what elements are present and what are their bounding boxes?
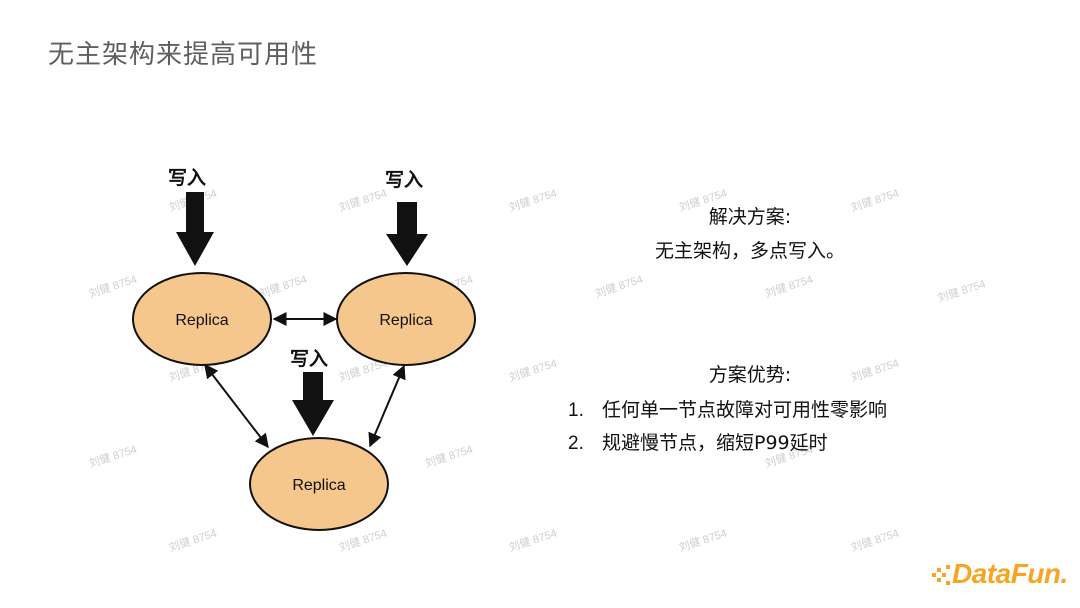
- replica-node: Replica: [336, 272, 476, 366]
- list-text: 任何单一节点故障对可用性零影响: [602, 399, 888, 421]
- solution-body: 无主架构，多点写入。: [654, 240, 845, 262]
- slide-title: 无主架构来提高可用性: [48, 40, 319, 70]
- replica-node: Replica: [249, 437, 389, 531]
- solution-block: 解决方案: 无主架构，多点写入。: [600, 200, 900, 268]
- replica-label: Replica: [292, 477, 345, 494]
- solution-heading: 解决方案:: [708, 206, 792, 228]
- write-arrow-3: [292, 372, 334, 436]
- link-r1-r3: [204, 363, 269, 449]
- datafun-logo: DataFun.: [932, 558, 1068, 590]
- replica-ellipse: [336, 272, 476, 366]
- replica-label: Replica: [175, 312, 228, 329]
- advantages-heading: 方案优势:: [708, 364, 792, 386]
- write-label: 写入: [290, 348, 328, 370]
- logo-dots-icon: [932, 565, 950, 585]
- write-label: 写入: [168, 167, 206, 189]
- list-item: 2. 规避慢节点，缩短P99延时: [568, 427, 887, 460]
- write-arrow-2: [386, 202, 428, 266]
- replica-label: Replica: [379, 312, 432, 329]
- write-arrow-1: [176, 192, 214, 266]
- replica-ellipse: [132, 272, 272, 366]
- logo-text: DataFun.: [952, 558, 1068, 589]
- link-r2-r3: [368, 364, 406, 448]
- write-label: 写入: [385, 169, 423, 191]
- advantages-list: 1. 任何单一节点故障对可用性零影响 2. 规避慢节点，缩短P99延时: [568, 394, 887, 460]
- replica-node: Replica: [132, 272, 272, 366]
- list-text: 规避慢节点，缩短P99延时: [602, 432, 828, 454]
- list-number: 2.: [568, 433, 584, 454]
- replica-ellipse: [249, 437, 389, 531]
- list-item: 1. 任何单一节点故障对可用性零影响: [568, 394, 887, 427]
- list-number: 1.: [568, 400, 584, 421]
